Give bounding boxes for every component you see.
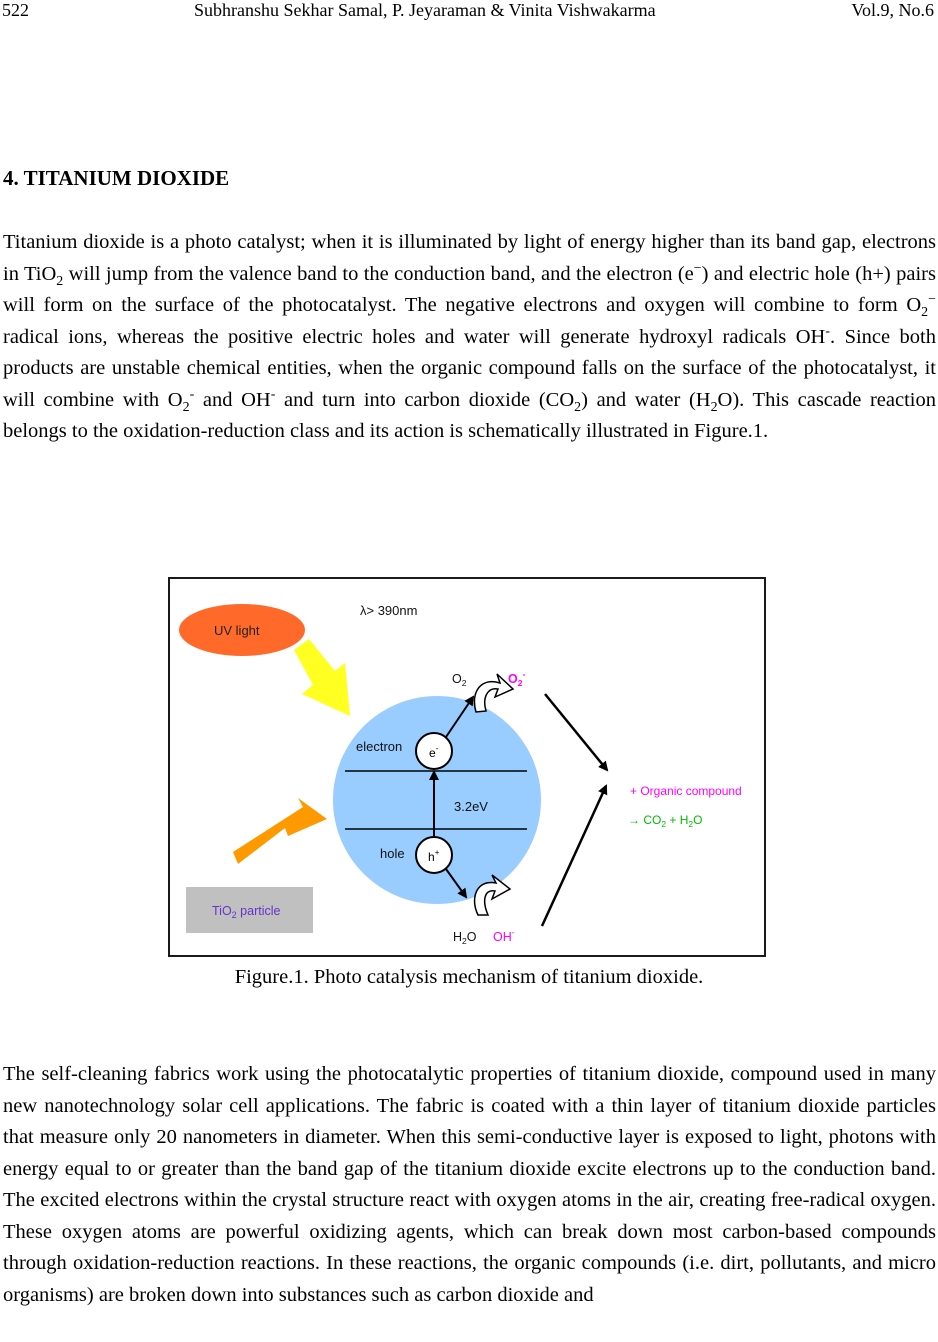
page-number: 522 (2, 0, 29, 20)
orange-light-arrow (233, 798, 327, 864)
running-header: 522 Subhranshu Sekhar Samal, P. Jeyarama… (0, 0, 938, 24)
hole-label: hole (380, 846, 405, 861)
uv-light-ellipse (179, 604, 305, 656)
header-authors: Subhranshu Sekhar Samal, P. Jeyaraman & … (194, 0, 656, 20)
wavelength-label: λ> 390nm (360, 603, 417, 618)
water-label: H2O (453, 930, 477, 946)
hydroxyl-radical-label: OH- (493, 927, 515, 944)
reaction-products-label: → CO2 + H2O (628, 813, 703, 829)
electron-label: electron (356, 739, 402, 754)
oxygen-conversion-arrow (473, 673, 515, 713)
hole-symbol: h+ (428, 848, 440, 864)
organic-compound-label: + Organic compound (630, 784, 742, 798)
hydroxyl-to-reaction-arrow (540, 784, 608, 927)
band-gap-label: 3.2eV (454, 799, 488, 814)
tio2-particle-label: TiO2 particle (212, 904, 281, 920)
header-volume: Vol.9, No.6 (851, 0, 934, 20)
tio2-particle-circle (333, 696, 541, 904)
figure-caption: Figure.1. Photo catalysis mechanism of t… (234, 966, 704, 988)
electron-circle (415, 732, 453, 770)
oxygen-label: O2 (452, 672, 467, 688)
mechanism-diagram: UV light λ> 390nm TiO2 particle electron… (179, 603, 742, 946)
electron-to-oxygen-arrow (445, 695, 475, 738)
section-title: 4. TITANIUM DIOXIDE (3, 166, 230, 190)
figure-photocatalysis: UV light λ> 390nm TiO2 particle electron… (168, 577, 766, 957)
superoxide-radical-label: O2- (508, 669, 525, 688)
radical-to-reaction-arrow (544, 693, 609, 772)
paragraph-self-cleaning: The self-cleaning fabrics work using the… (3, 1063, 936, 1306)
electron-symbol: e- (429, 744, 439, 760)
uv-light-label: UV light (214, 623, 260, 638)
water-conversion-arrow (473, 874, 512, 916)
hole-to-water-arrow (445, 868, 468, 899)
yellow-light-arrow (294, 639, 350, 716)
tio2-particle-box (186, 887, 313, 933)
paragraph-photocatalysis: Titanium dioxide is a photo catalyst; wh… (3, 231, 937, 442)
